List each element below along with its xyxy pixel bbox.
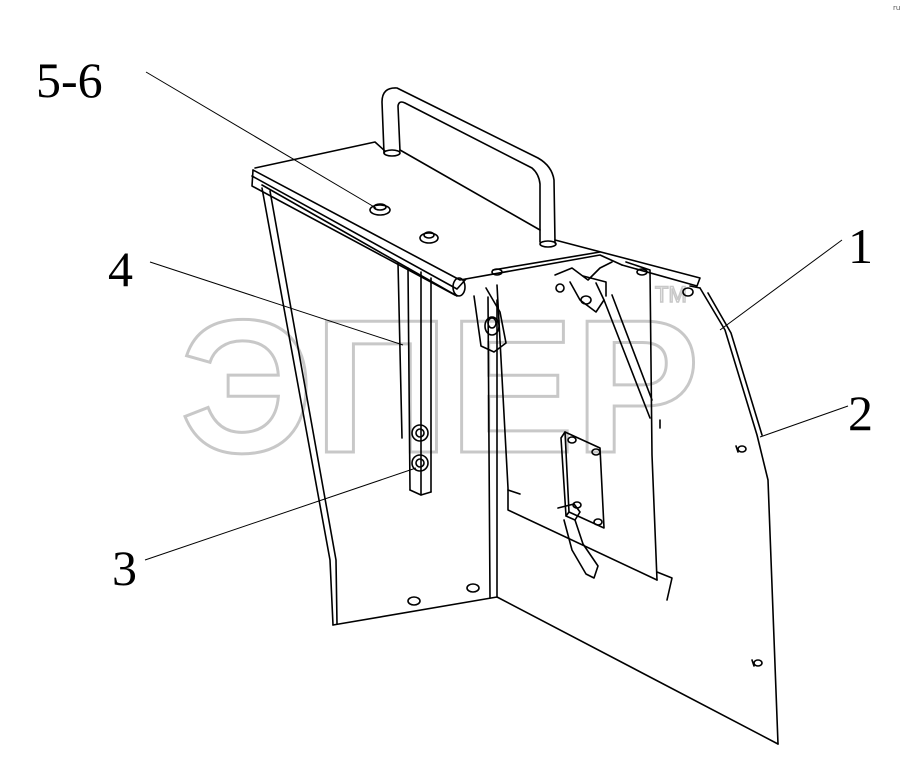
latch-hook bbox=[557, 503, 599, 579]
leader-line-3 bbox=[144, 467, 417, 561]
leader-lines bbox=[144, 71, 849, 561]
watermark-trademark: TM bbox=[655, 282, 687, 307]
lid-bolt-3 bbox=[491, 268, 503, 276]
callout-2: 2 bbox=[848, 385, 873, 441]
lid-bolt-4 bbox=[636, 268, 648, 276]
leader-line-4 bbox=[149, 261, 404, 346]
top-latch bbox=[554, 261, 653, 419]
vertical-rail bbox=[397, 262, 432, 496]
lid-bolt-5 bbox=[682, 287, 694, 297]
callout-5-6: 5-6 bbox=[36, 52, 103, 108]
right-door bbox=[689, 285, 779, 745]
door-pin-1 bbox=[735, 445, 747, 453]
callouts: 5-6 4 3 1 2 bbox=[36, 52, 873, 596]
watermark-text: ЭПЕР bbox=[180, 281, 700, 493]
leader-line-2 bbox=[759, 405, 849, 438]
rail-bolt-2 bbox=[411, 454, 429, 472]
callout-3: 3 bbox=[112, 540, 137, 596]
watermark: ЭПЕР TM bbox=[179, 280, 702, 495]
rail-bolt-1 bbox=[411, 424, 429, 442]
inner-frame bbox=[496, 261, 673, 601]
left-side-panel bbox=[261, 187, 498, 626]
corner-mark: ru bbox=[893, 4, 900, 12]
callout-1: 1 bbox=[848, 218, 873, 274]
top-lid bbox=[251, 141, 701, 297]
lid-bolt-2 bbox=[419, 231, 439, 244]
leader-line-5-6 bbox=[145, 71, 377, 209]
callout-4: 4 bbox=[108, 241, 133, 297]
box-assembly bbox=[251, 87, 779, 745]
leader-line-1 bbox=[719, 239, 843, 331]
handle bbox=[381, 87, 557, 248]
door-pin-2 bbox=[751, 659, 763, 667]
